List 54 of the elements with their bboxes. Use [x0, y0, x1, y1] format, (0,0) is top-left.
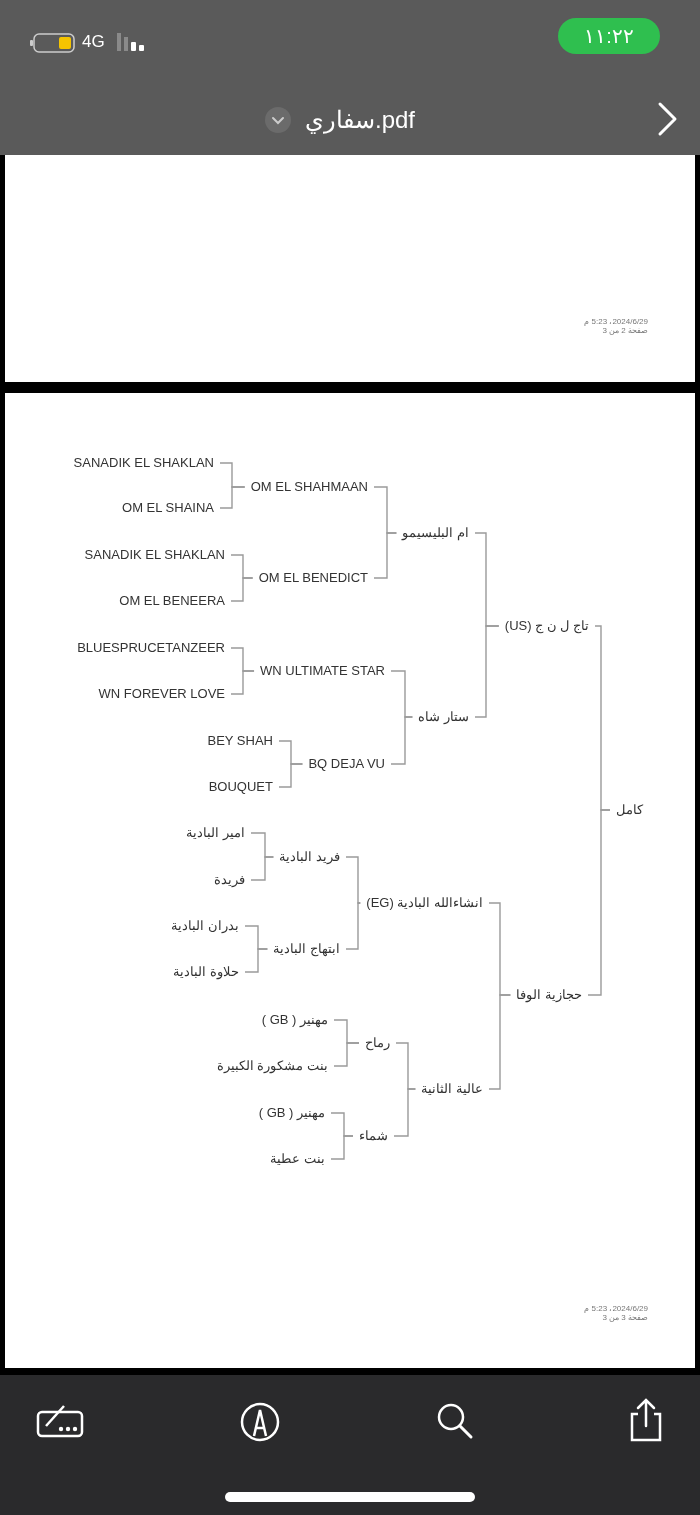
- date-text: 2024/6/29، 5:23 م: [584, 1304, 648, 1313]
- page-number: صفحة 2 من 3: [602, 326, 648, 335]
- horse-name: BOUQUET: [208, 779, 273, 795]
- connector-line: [230, 577, 254, 602]
- horse-name: ابتهاج البادية: [273, 941, 340, 957]
- horse-name: WN FOREVER LOVE: [98, 686, 225, 702]
- horse-name: ام البليسيمو: [402, 525, 469, 541]
- horse-name: مهنير ( GB ): [261, 1012, 328, 1028]
- horse-name: رماح: [365, 1035, 390, 1051]
- time-badge: ١١:٢٢: [558, 18, 660, 54]
- connector-line: [330, 1135, 354, 1160]
- horse-name: بنت عطية: [270, 1151, 325, 1167]
- horse-name: حجازية الوفا: [516, 987, 582, 1003]
- connector-line: [219, 486, 246, 509]
- connector-line: [250, 856, 275, 881]
- horse-name: BEY SHAH: [207, 733, 273, 749]
- horse-name: SANADIK EL SHAKLAN: [73, 455, 214, 471]
- connector-line: [488, 994, 512, 1090]
- connector-line: [474, 625, 500, 718]
- connector-line: [345, 902, 361, 950]
- horse-name: OM EL SHAHMAAN: [250, 479, 368, 495]
- connector-line: [333, 1042, 360, 1067]
- horse-name: SANADIK EL SHAKLAN: [84, 547, 225, 563]
- horse-name: تاج ل ن ج (US): [504, 618, 589, 634]
- connector-line: [230, 670, 255, 695]
- horse-name: امير البادية: [186, 825, 245, 841]
- horse-name: OM EL BENEERA: [119, 593, 225, 609]
- connector-line: [393, 1088, 417, 1137]
- horse-name: OM EL BENEDICT: [258, 570, 368, 586]
- page-number: صفحة 3 من 3: [602, 1313, 648, 1322]
- network-text: 4G: [82, 31, 105, 53]
- connector-line: [345, 856, 361, 904]
- horse-name: كامل: [616, 802, 643, 818]
- horse-name: انشاءالله البادية (EG): [366, 895, 483, 911]
- connector-line: [390, 716, 414, 765]
- horse-name: حلاوة البادية: [173, 964, 239, 980]
- date-text: 2024/6/29، 5:23 م: [584, 317, 648, 326]
- connector-line: [278, 763, 304, 788]
- connector-line: [244, 948, 269, 973]
- horse-name: شماء: [359, 1128, 388, 1144]
- horse-name: فريدة: [214, 872, 245, 888]
- file-title: سفاري.pdf: [305, 105, 416, 136]
- horse-name: WN ULTIMATE STAR: [260, 663, 385, 679]
- horse-name: BQ DEJA VU: [308, 756, 385, 772]
- horse-name: عالية الثانية: [421, 1081, 483, 1097]
- horse-name: بنت مشكورة الكبيرة: [216, 1058, 328, 1074]
- horse-name: OM EL SHAINA: [122, 500, 214, 516]
- connector-line: [373, 532, 398, 579]
- horse-name: مهنير ( GB ): [258, 1105, 325, 1121]
- horse-name: ستار شاه: [418, 709, 469, 725]
- connector-line: [587, 809, 611, 996]
- horse-name: فريد البادية: [279, 849, 340, 865]
- horse-name: BLUESPRUCETANZEER: [77, 640, 225, 656]
- horse-name: بدران البادية: [171, 918, 239, 934]
